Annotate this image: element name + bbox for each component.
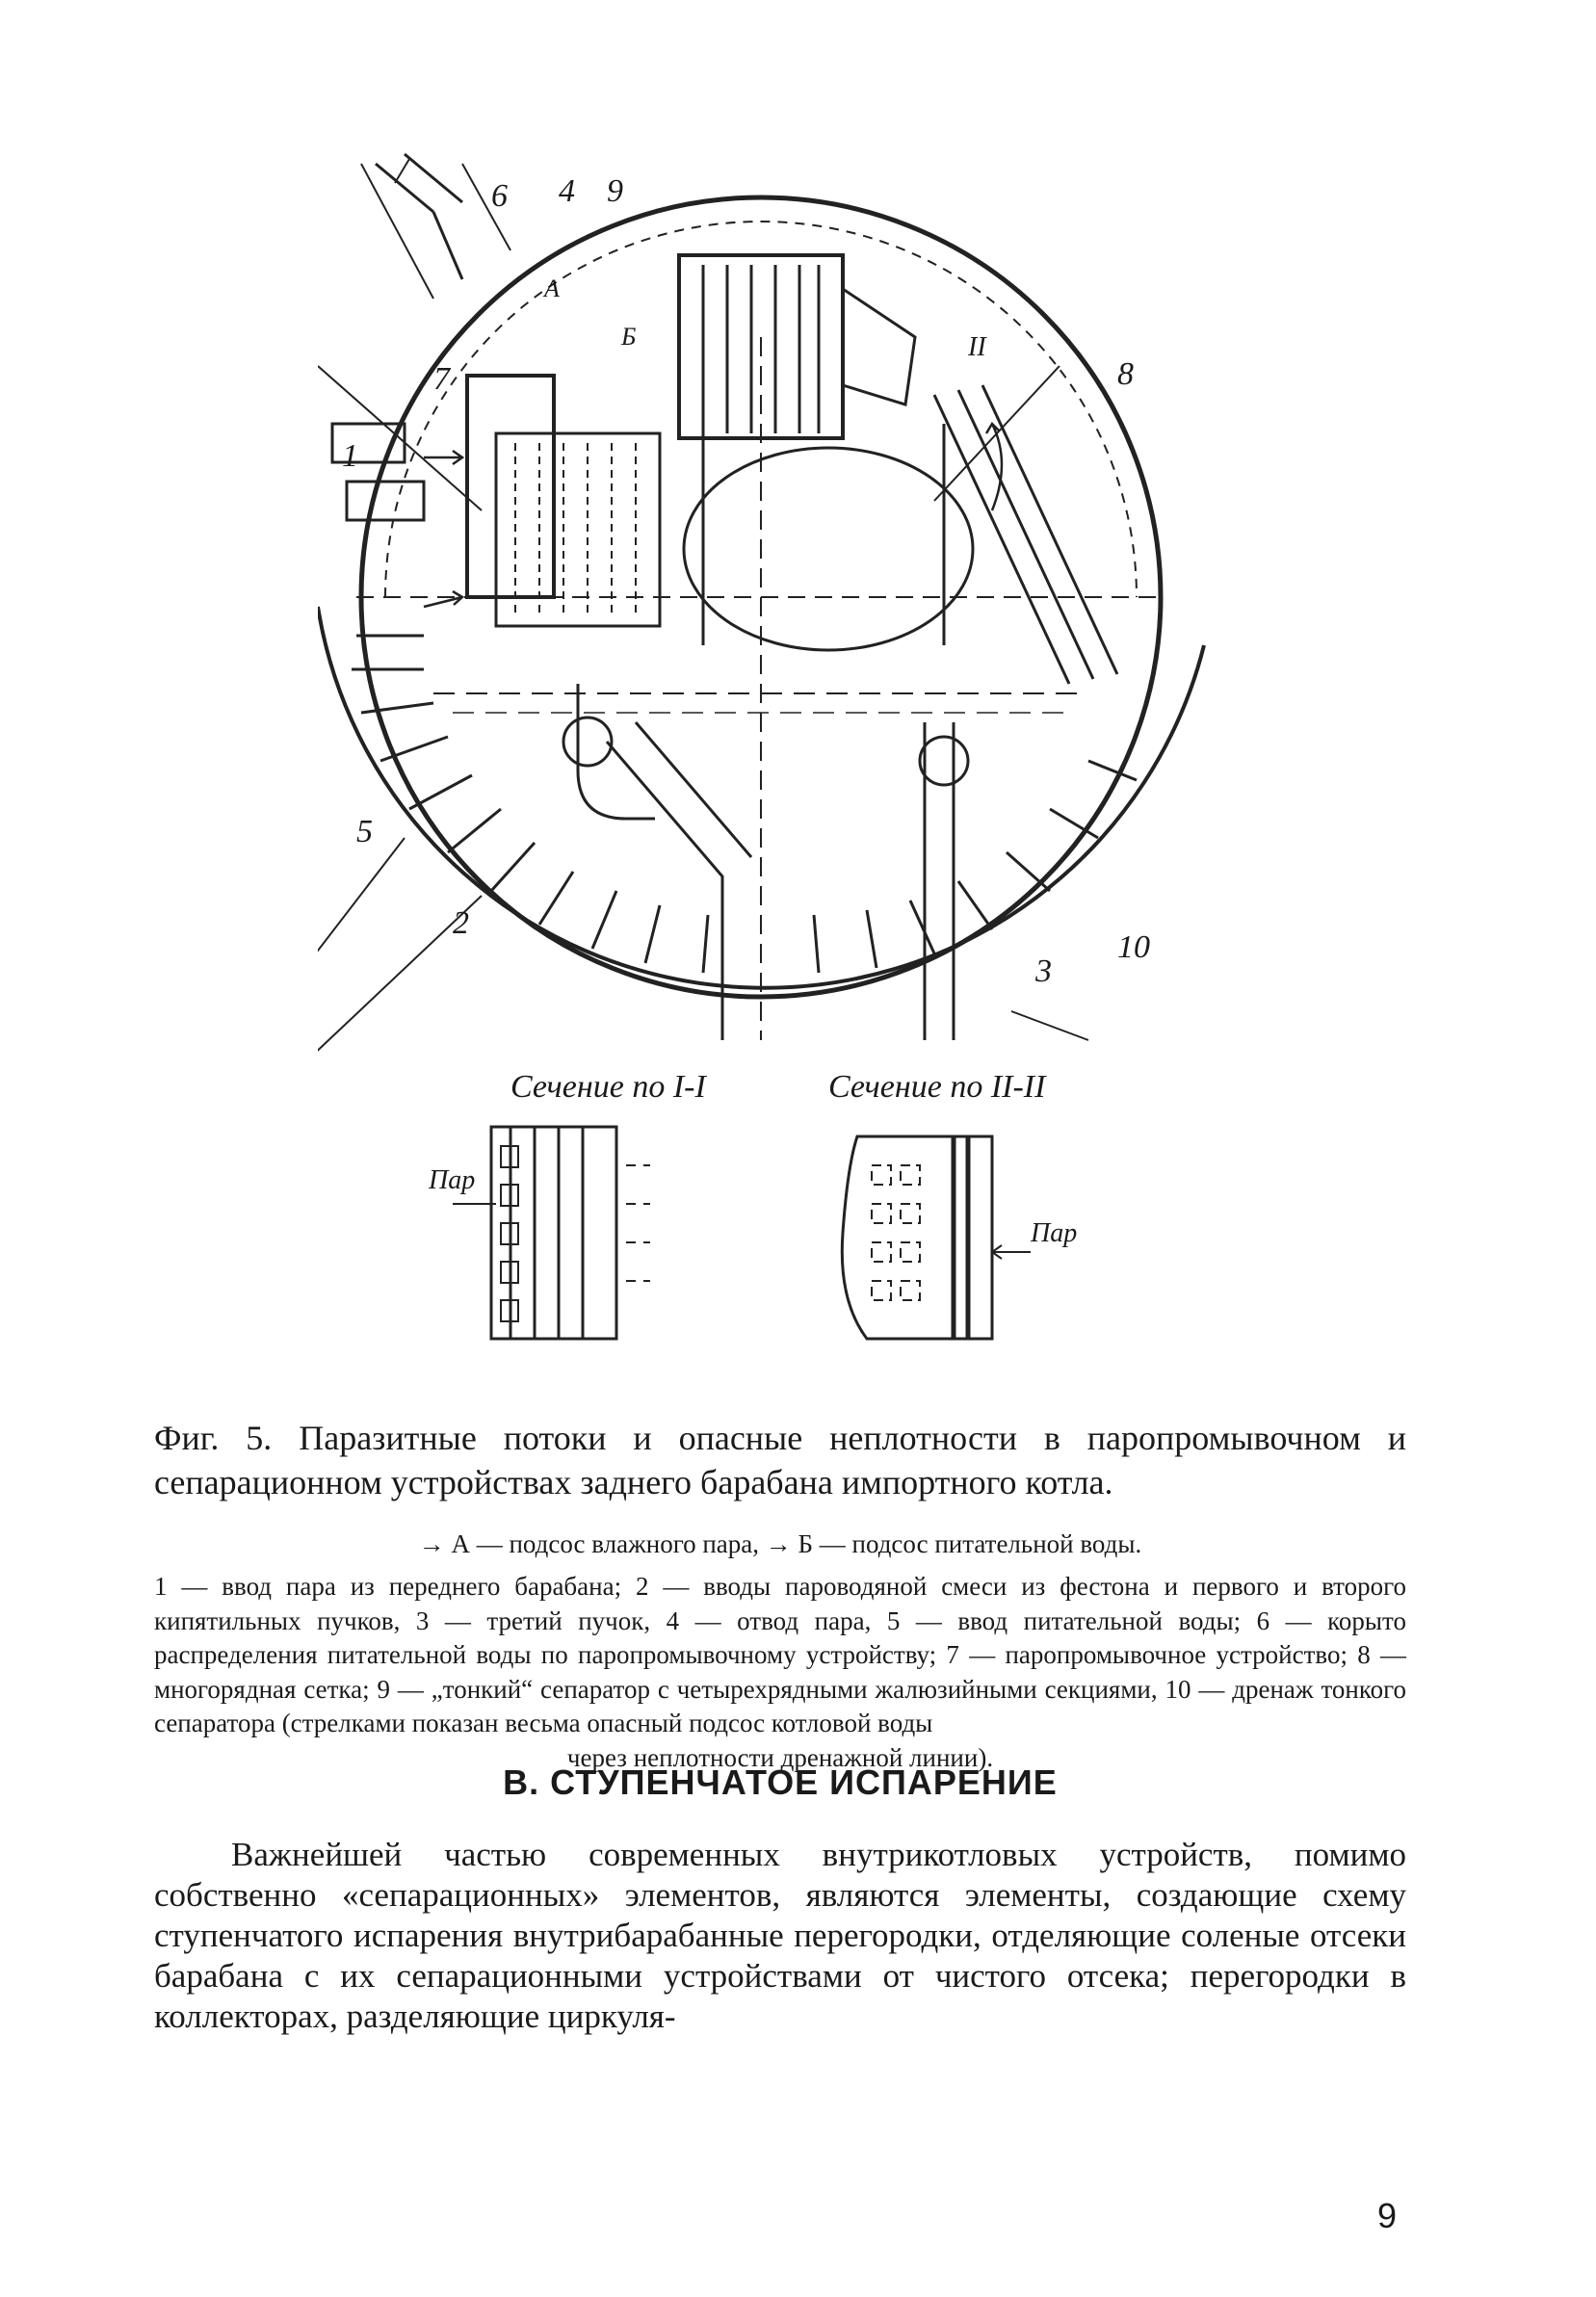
section-views <box>453 1125 1031 1341</box>
callout-5: 5 <box>356 814 373 849</box>
callout-6: 6 <box>491 178 508 214</box>
section-heading: В. СТУПЕНЧАТОЕ ИСПАРЕНИЕ <box>503 1762 1058 1802</box>
page-number: 9 <box>1376 2196 1397 2235</box>
callout-1: 1 <box>342 438 358 474</box>
callout-7: 7 <box>433 361 450 397</box>
callout-2: 2 <box>453 905 469 941</box>
callout-9: 9 <box>607 173 623 209</box>
callout-8: 8 <box>1117 356 1134 392</box>
section-1-title: Сечение по I-I <box>510 1069 706 1105</box>
drum-diagram <box>307 152 1206 1060</box>
section-mark-ii: II <box>968 332 986 362</box>
section-2-view <box>840 1135 1031 1341</box>
section-2-title: Сечение по II-II <box>828 1069 1046 1105</box>
body-text: Важнейшей частью современных внутрикотло… <box>154 1835 1406 2037</box>
section-2-steam-label: Пар <box>1031 1218 1078 1248</box>
drum-cross-section-figure: 6 4 9 8 7 1 5 2 10 3 А Б II Сечение по I… <box>307 144 1243 1358</box>
letter-a: А <box>544 274 560 302</box>
callout-4: 4 <box>559 173 575 209</box>
section-1-view <box>453 1125 650 1341</box>
caption-text: Паразитные потоки и опасные неплотности … <box>154 1419 1407 1501</box>
section-1-steam-label: Пар <box>429 1165 476 1195</box>
legend-arrow-key: → А — подсос влажного пара, → Б — подсос… <box>418 1529 1142 1558</box>
letter-b: Б <box>621 323 637 351</box>
legend-text: 1 — ввод пара из переднего барабана; 2 —… <box>154 1572 1406 1737</box>
callout-3: 3 <box>1035 953 1052 989</box>
legend-last-line: через неплотности дренажной линии). <box>566 1742 994 1772</box>
callout-10: 10 <box>1117 929 1150 965</box>
figure-caption: Фиг. 5. Паразитные потоки и опасные непл… <box>154 1416 1406 1504</box>
body-paragraph: Важнейшей частью современных внутрикотло… <box>154 1836 1406 2035</box>
figure-legend: 1 — ввод пара из переднего барабана; 2 —… <box>154 1570 1406 1775</box>
caption-figure-number: Фиг. 5. <box>154 1419 273 1457</box>
